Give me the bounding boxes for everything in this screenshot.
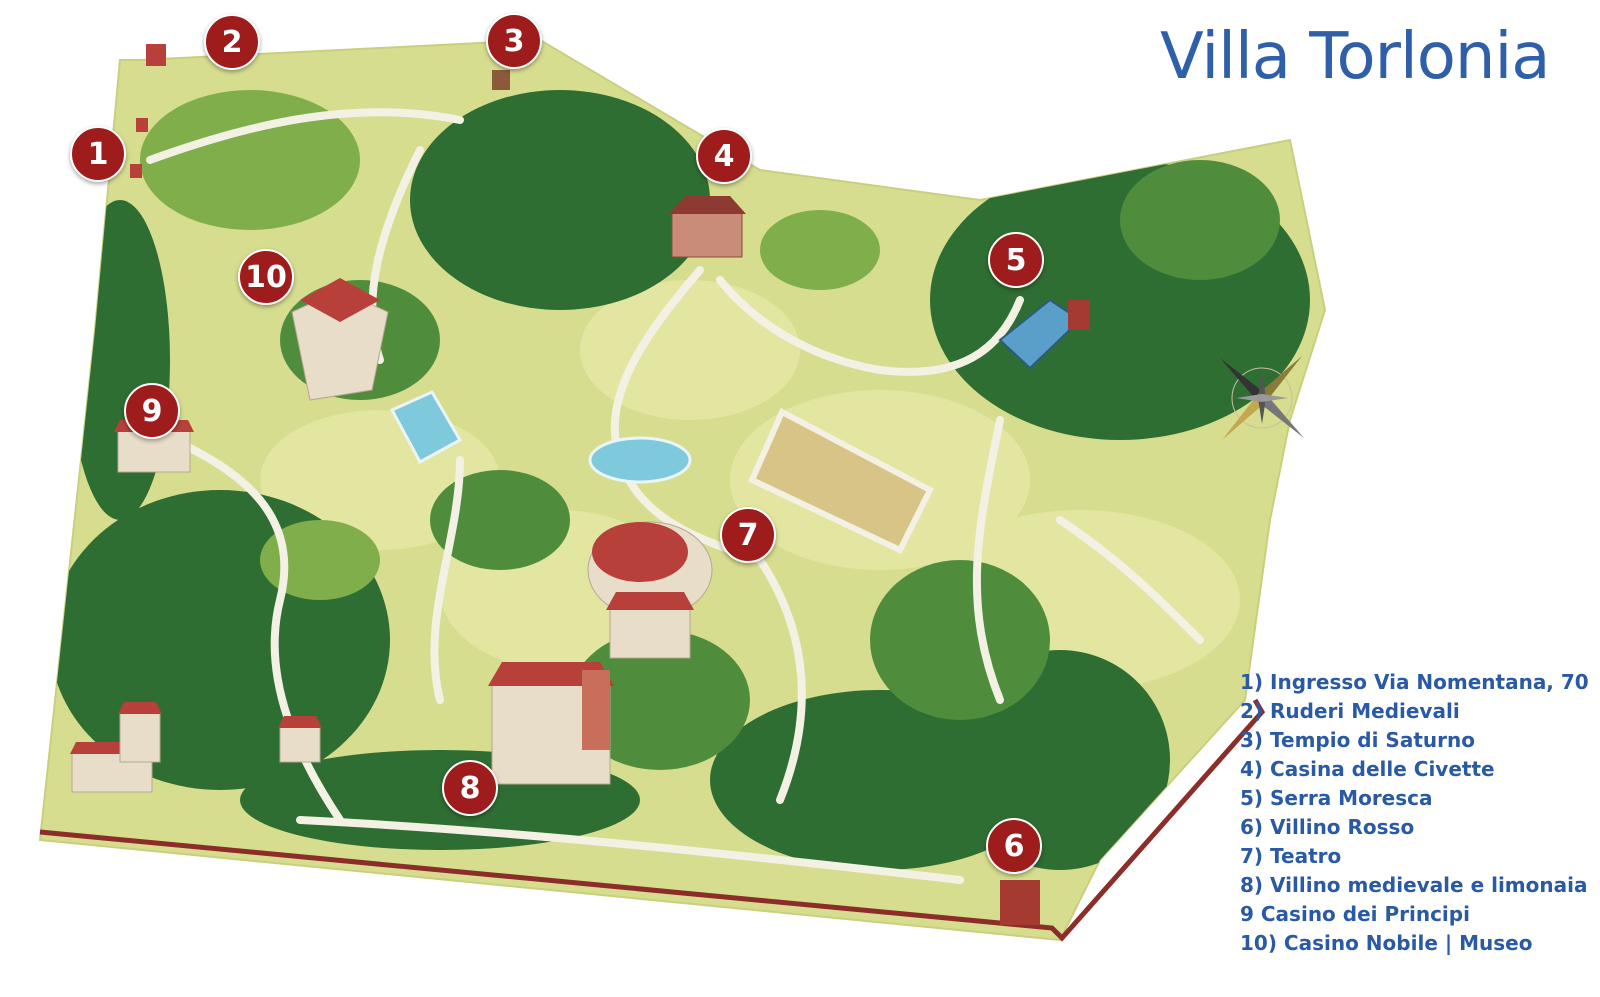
marker-1[interactable]: 1 [70,126,126,182]
legend-item: 3) Tempio di Saturno [1240,728,1475,752]
legend-item: 1) Ingresso Via Nomentana, 70 [1240,670,1589,694]
marker-2[interactable]: 2 [204,14,260,70]
legend-item: 7) Teatro [1240,844,1342,868]
buildings [70,44,1090,925]
marker-1-dot [70,126,126,182]
marker-8-label: 8 [459,770,481,806]
gatehouses [130,44,1040,925]
marker-8[interactable]: 8 [442,760,498,816]
casino-nobile-building [291,278,389,401]
marker-6[interactable]: 6 [986,818,1042,874]
marker-4-dot [696,128,752,184]
marker-8-dot [442,760,498,816]
marker-7-dot [720,507,776,563]
marker-4-label: 4 [713,138,735,174]
marker-5-label: 5 [1005,242,1027,278]
boundary-wall [39,698,1266,942]
marker-5-dot [988,232,1044,288]
marker-3-label: 3 [503,23,525,59]
marker-9-dot [124,383,180,439]
marker-1-label: 1 [87,136,109,172]
map-title: Villa Torlonia [1160,20,1550,94]
marker-6-dot [986,818,1042,874]
marker-2-label: 2 [221,24,243,60]
compass-rose-icon [1220,356,1304,440]
teatro-building [587,521,713,659]
lower-left-buildings [70,702,322,793]
field-area [748,407,934,554]
legend-item: 2) Ruderi Medievali [1240,699,1460,723]
marker-9[interactable]: 9 [124,383,180,439]
marker-10-dot [238,249,294,305]
legend-item: 8) Villino medievale e limonaia [1240,873,1588,897]
legend-item: 9 Casino dei Principi [1240,902,1470,926]
serra-moresca-building [998,298,1090,370]
marker-6-label: 6 [1003,828,1025,864]
marker-10[interactable]: 10 [238,249,294,305]
casina-civette-building [668,196,746,258]
legend-item: 5) Serra Moresca [1240,786,1433,810]
marker-4[interactable]: 4 [696,128,752,184]
legend-item: 6) Villino Rosso [1240,815,1415,839]
marker-9-label: 9 [141,393,163,429]
marker-5[interactable]: 5 [988,232,1044,288]
marker-3-dot [486,13,542,69]
legend-item: 4) Casina delle Civette [1240,757,1495,781]
marker-7[interactable]: 7 [720,507,776,563]
marker-10-label: 10 [245,259,287,295]
villino-medievale-building [488,662,614,785]
legend-item: 10) Casino Nobile | Museo [1240,931,1533,955]
marker-2-dot [204,14,260,70]
marker-7-label: 7 [737,517,759,553]
marker-3[interactable]: 3 [486,13,542,69]
legend: 1) Ingresso Via Nomentana, 70 2) Ruderi … [1240,668,1589,958]
water-features [389,390,692,484]
